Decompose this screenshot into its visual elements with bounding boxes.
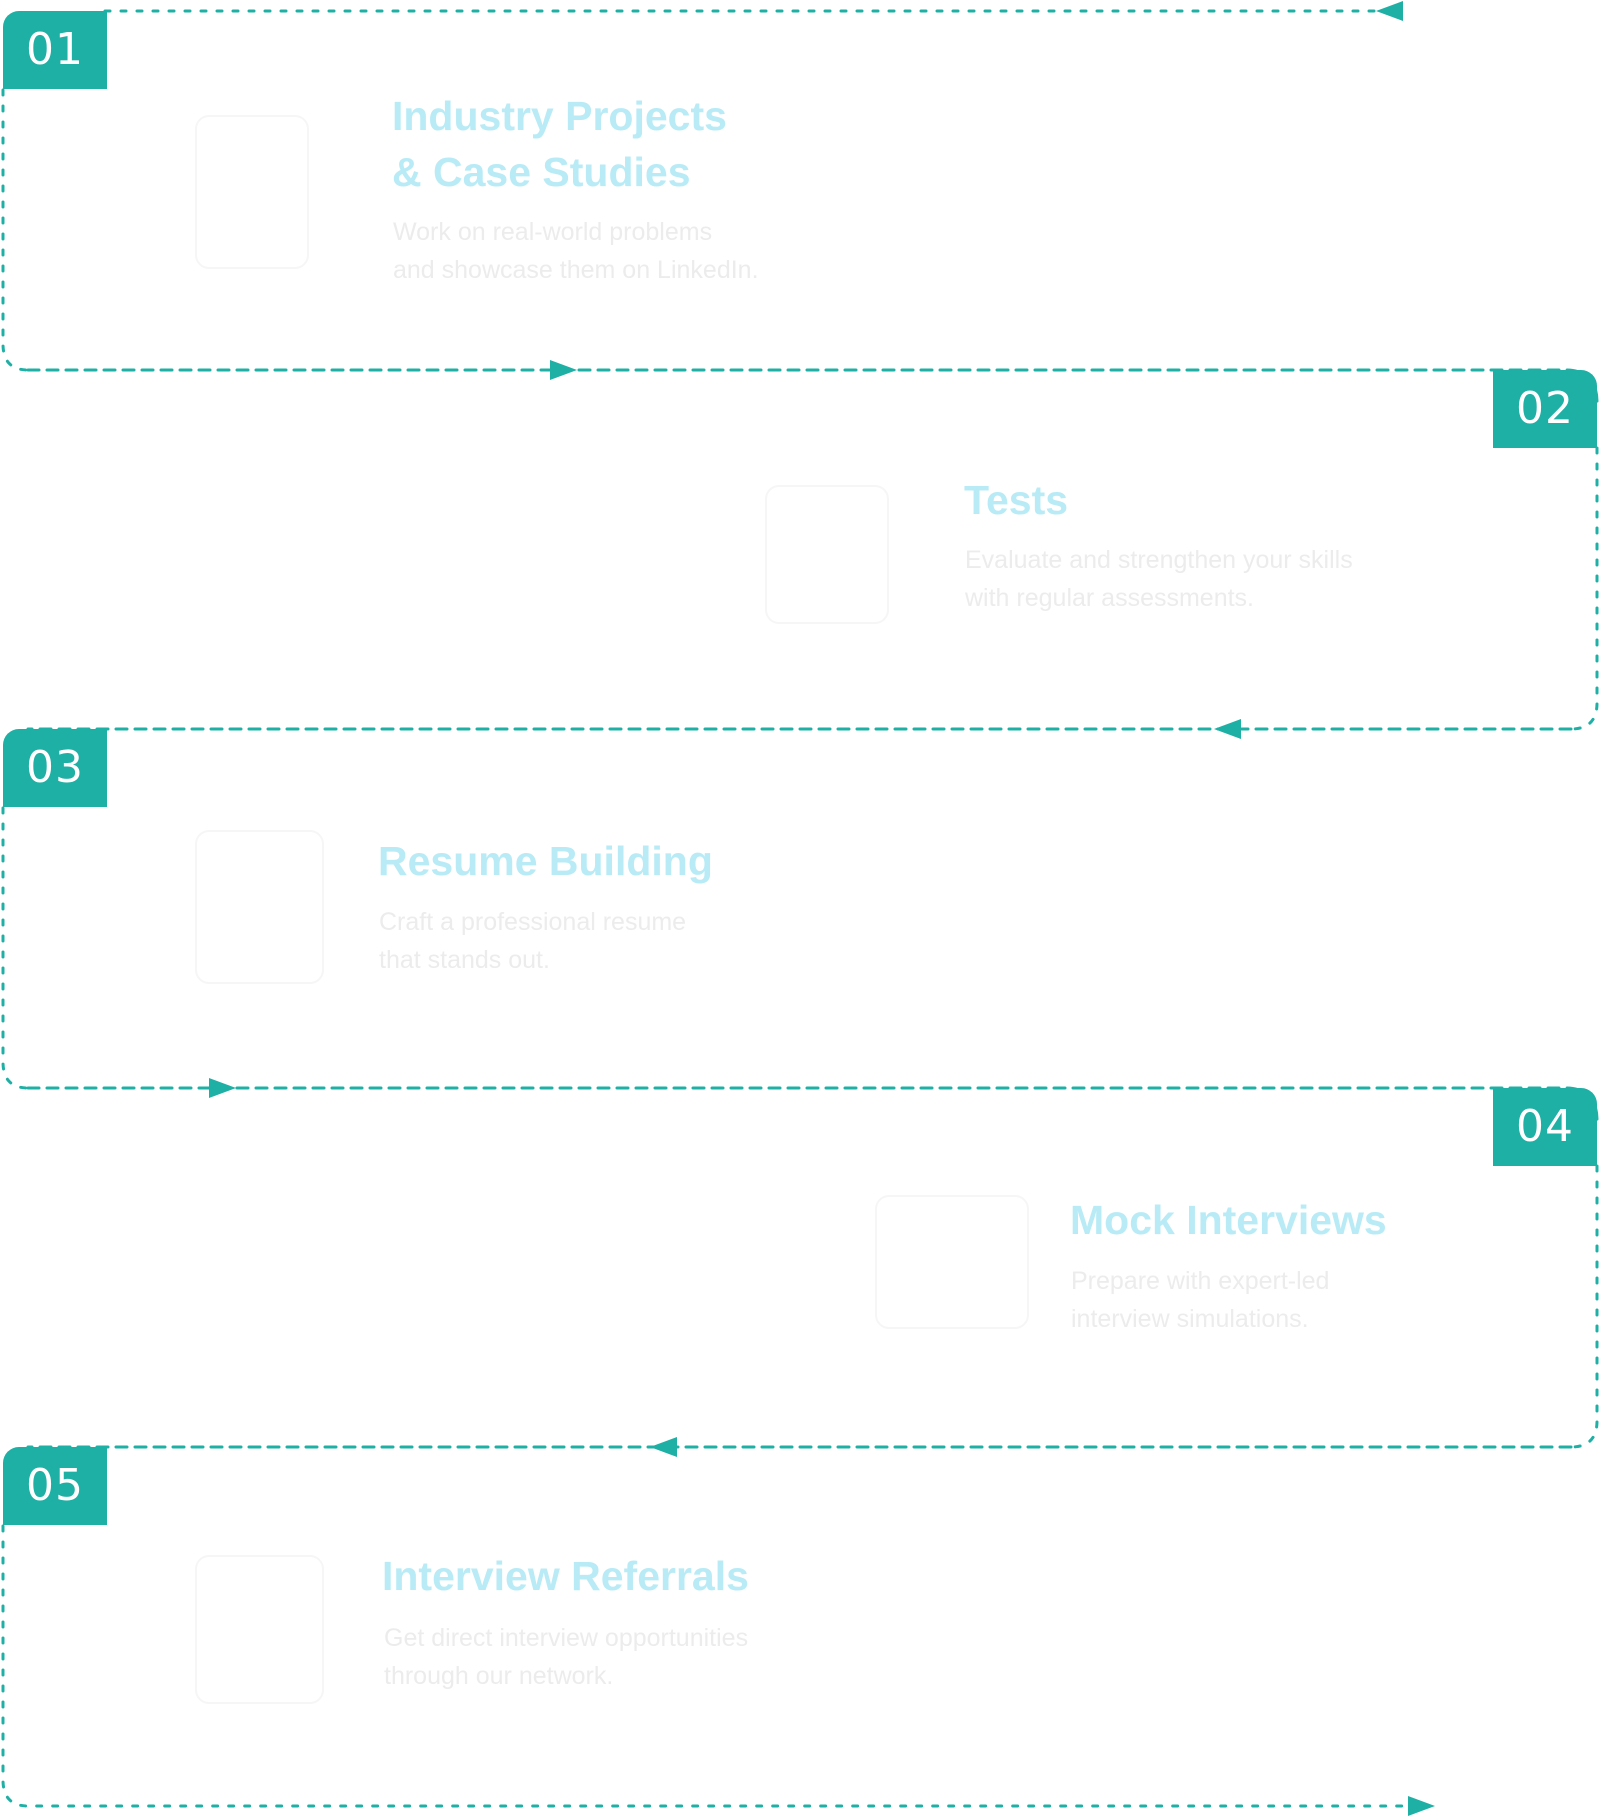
resume-icon	[195, 830, 324, 984]
step-number-badge: 01	[3, 11, 107, 89]
step-title: Tests	[964, 477, 1069, 523]
flow-arrow-2	[550, 360, 577, 380]
step-title: Interview Referrals	[382, 1553, 749, 1599]
flow-arrow-6	[1408, 1796, 1435, 1816]
flow-arrow-1	[1376, 1, 1403, 21]
step-title: Mock Interviews	[1070, 1197, 1387, 1243]
flow-segment-3-left	[1, 806, 30, 1090]
step-description: Prepare with expert-led interview simula…	[1071, 1267, 1330, 1333]
step-number-badge: 02	[1493, 370, 1597, 448]
step-number-badge: 04	[1493, 1088, 1597, 1166]
step-description: Craft a professional resume that stands …	[379, 908, 687, 974]
flow-segment-2-top	[26, 368, 1599, 404]
interview-icon	[875, 1195, 1029, 1329]
step-description: Work on real-world problems and showcase…	[393, 218, 759, 284]
flow-arrow-5	[650, 1437, 677, 1457]
step-number-badge: 05	[3, 1447, 107, 1525]
test-icon	[765, 485, 889, 624]
flow-arrow-3	[1214, 719, 1241, 739]
referral-icon	[195, 1555, 324, 1704]
flow-segment-2-right	[1569, 446, 1599, 731]
flow-arrow-4	[209, 1078, 236, 1098]
project-icon	[195, 115, 309, 269]
flow-segment-4-right	[1569, 1164, 1599, 1449]
step-number-badge: 03	[3, 729, 107, 807]
flow-segment-4-top	[26, 1086, 1599, 1122]
flow-segment-5-bottom	[1, 1524, 1412, 1808]
step-description: Evaluate and strengthen your skills with…	[965, 546, 1353, 612]
step-description: Get direct interview opportunities throu…	[384, 1624, 749, 1690]
flow-segment-1-left	[1, 88, 30, 372]
step-title: Industry Projects & Case Studies	[392, 93, 727, 195]
step-title: Resume Building	[378, 838, 713, 884]
